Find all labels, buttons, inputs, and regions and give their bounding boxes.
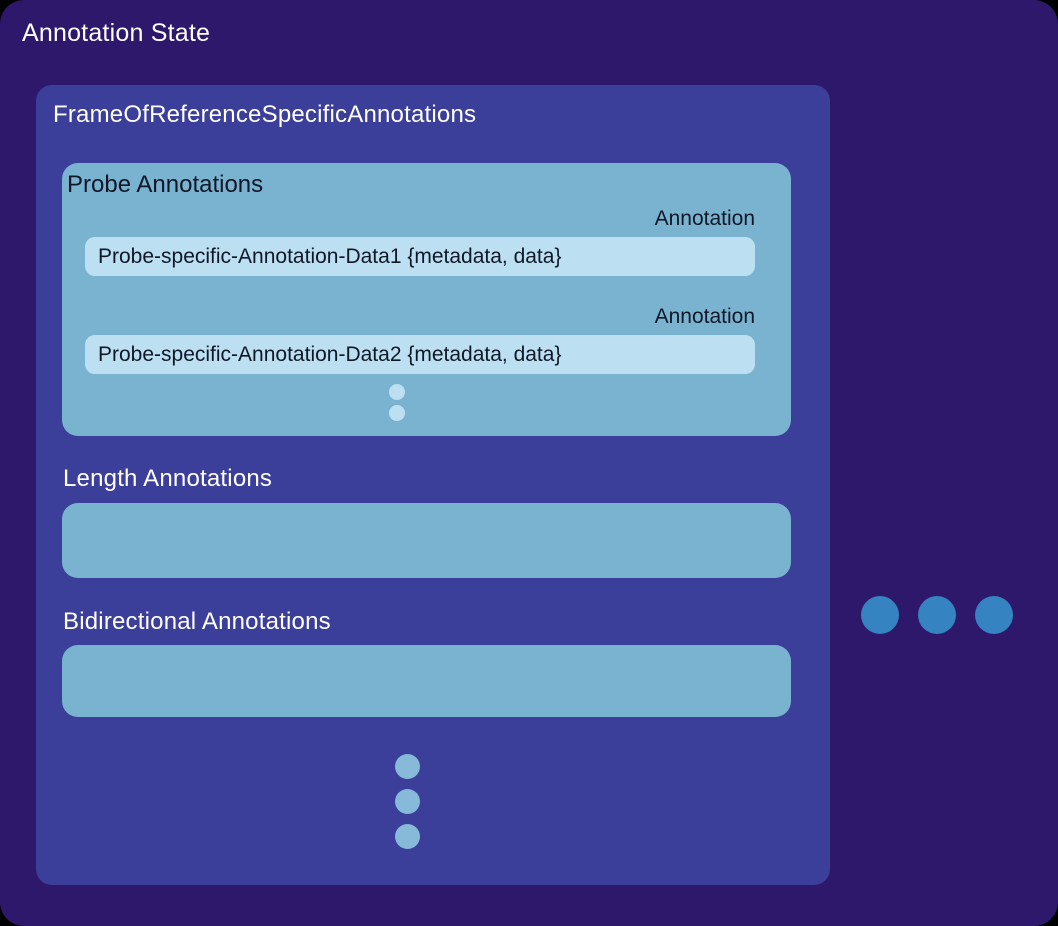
annotation-data-item: Probe-specific-Annotation-Data1 {metadat…: [85, 237, 755, 276]
horizontal-ellipsis-icon: [861, 596, 1013, 634]
bidirectional-annotations-title: Bidirectional Annotations: [63, 608, 331, 635]
annotation-state-title: Annotation State: [22, 19, 211, 47]
vertical-ellipsis-icon: [389, 384, 405, 421]
annotation-label: Annotation: [654, 207, 755, 230]
ellipsis-dot: [395, 789, 420, 814]
ellipsis-dot: [389, 384, 405, 400]
ellipsis-dot: [861, 596, 899, 634]
bidirectional-annotations-box: [62, 645, 791, 717]
frame-of-reference-box: FrameOfReferenceSpecificAnnotations Prob…: [36, 85, 830, 885]
length-annotations-title: Length Annotations: [63, 465, 273, 492]
ellipsis-dot: [389, 405, 405, 421]
vertical-ellipsis-icon: [395, 754, 420, 849]
annotation-label: Annotation: [654, 305, 755, 328]
annotation-data-item: Probe-specific-Annotation-Data2 {metadat…: [85, 335, 755, 374]
length-annotations-box: [62, 503, 791, 578]
probe-annotations-title: Probe Annotations: [67, 171, 264, 198]
ellipsis-dot: [918, 596, 956, 634]
ellipsis-dot: [395, 754, 420, 779]
ellipsis-dot: [975, 596, 1013, 634]
probe-annotations-box: Probe Annotations Annotation Probe-speci…: [62, 163, 791, 436]
frame-of-reference-title: FrameOfReferenceSpecificAnnotations: [53, 101, 477, 128]
ellipsis-dot: [395, 824, 420, 849]
